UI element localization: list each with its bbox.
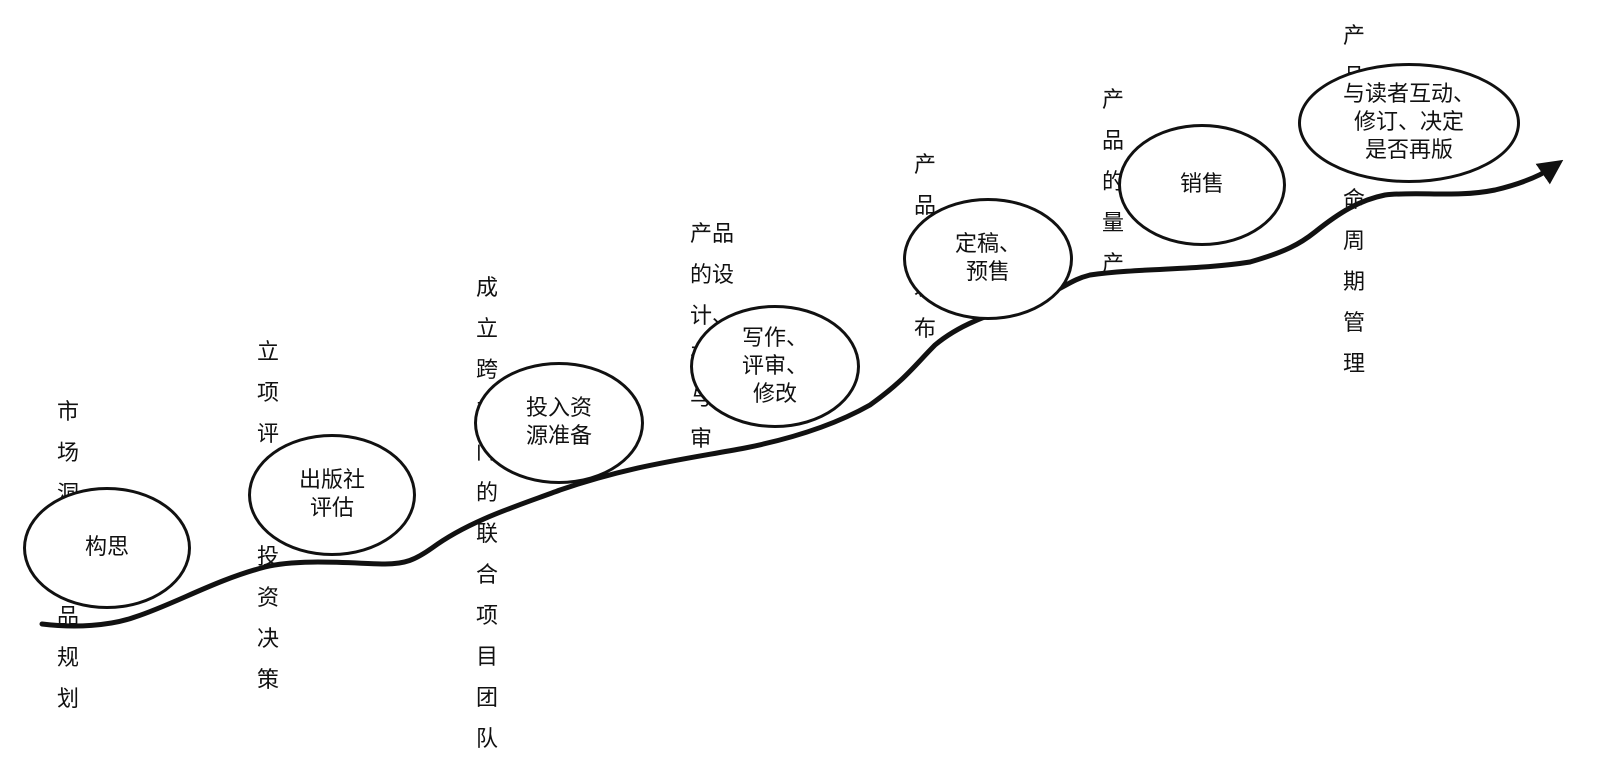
stage-bubble-label: 投入资 源准备 [525, 396, 592, 449]
stage-bubble-writing: 写作、 评审、 修改 [690, 305, 860, 428]
growth-curve-line [39, 159, 1564, 629]
stage-bubble-lifecycle: 与读者互动、 修订、决定 是否再版 [1298, 63, 1520, 183]
stage-bubble-label: 销售 [1179, 172, 1224, 197]
stage-caption-sales: 产品的量产 [1102, 88, 1125, 277]
stage-bubble-evaluation: 出版社 评估 [248, 434, 416, 556]
stage-bubble-label: 与读者互动、 修订、决定 是否再版 [1342, 82, 1475, 163]
stage-bubble-label: 写作、 评审、 修改 [741, 325, 808, 407]
stage-bubble-resources: 投入资 源准备 [474, 362, 644, 484]
stage-bubble-concept: 构思 [23, 487, 191, 609]
stage-bubble-label: 出版社 评估 [298, 468, 365, 521]
growth-curve [39, 159, 1564, 629]
stage-bubble-sales: 销售 [1118, 124, 1286, 246]
stage-bubble-label: 定稿、 预售 [954, 232, 1021, 285]
stage-caption-resources: 成立跨部门的 联合项目团队 [476, 276, 499, 752]
product-lifecycle-diagram: 市场洞察 产品规划 构思 立项评审及 投资决策 出版社 评估 成立跨部门的 联合… [23, 24, 1564, 752]
stage-bubble-label: 构思 [84, 535, 129, 560]
stage-bubble-release: 定稿、 预售 [903, 198, 1073, 320]
